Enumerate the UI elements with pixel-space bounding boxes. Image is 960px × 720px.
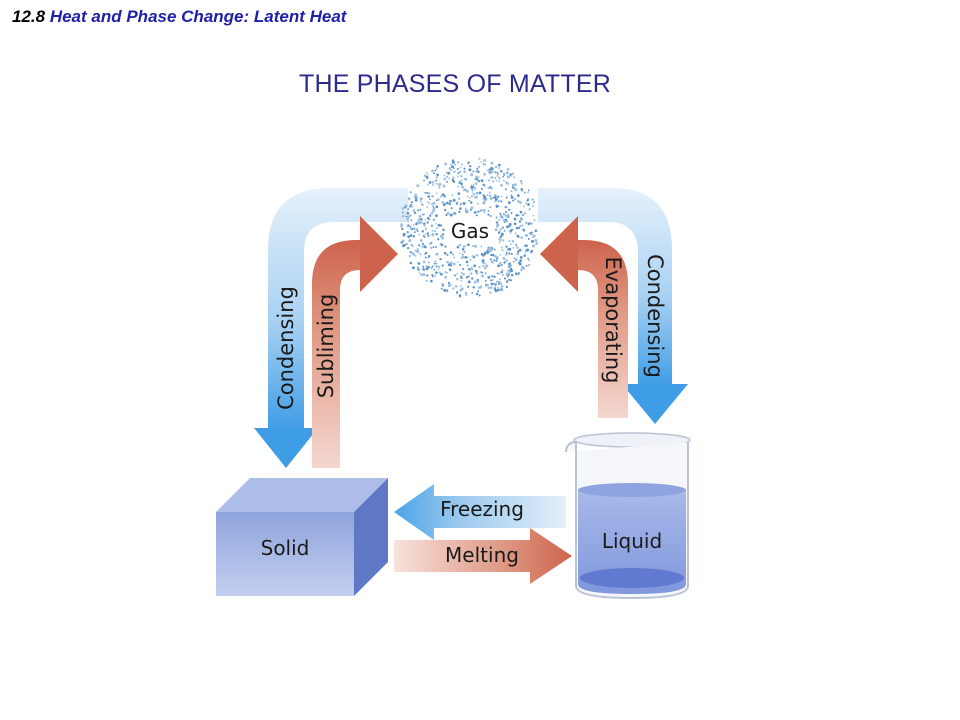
condensing-right-label: Condensing — [643, 254, 667, 378]
freezing-label: Freezing — [440, 497, 524, 521]
condensing-left-label: Condensing — [274, 286, 298, 410]
condensing-right-arrow — [538, 188, 688, 424]
melting-arrow — [394, 528, 572, 584]
section-number: 12.8 — [12, 7, 46, 26]
solid-block — [216, 478, 388, 596]
solid-label: Solid — [261, 536, 310, 560]
gas-label: Gas — [451, 219, 489, 243]
subliming-arrow — [312, 216, 398, 468]
freezing-arrow — [394, 484, 566, 540]
section-title: Heat and Phase Change: Latent Heat — [49, 7, 347, 26]
liquid-label: Liquid — [602, 529, 662, 553]
evaporating-arrow — [540, 216, 628, 418]
melting-label: Melting — [445, 543, 519, 567]
gas-cloud — [400, 157, 539, 298]
condensing-left-arrow — [254, 188, 408, 468]
page-title: THE PHASES OF MATTER — [299, 70, 611, 98]
liquid-beaker — [565, 432, 691, 600]
slide-header: 12.8 Heat and Phase Change: Latent Heat — [12, 7, 346, 27]
subliming-label: Subliming — [314, 294, 338, 399]
evaporating-label: Evaporating — [601, 257, 625, 384]
